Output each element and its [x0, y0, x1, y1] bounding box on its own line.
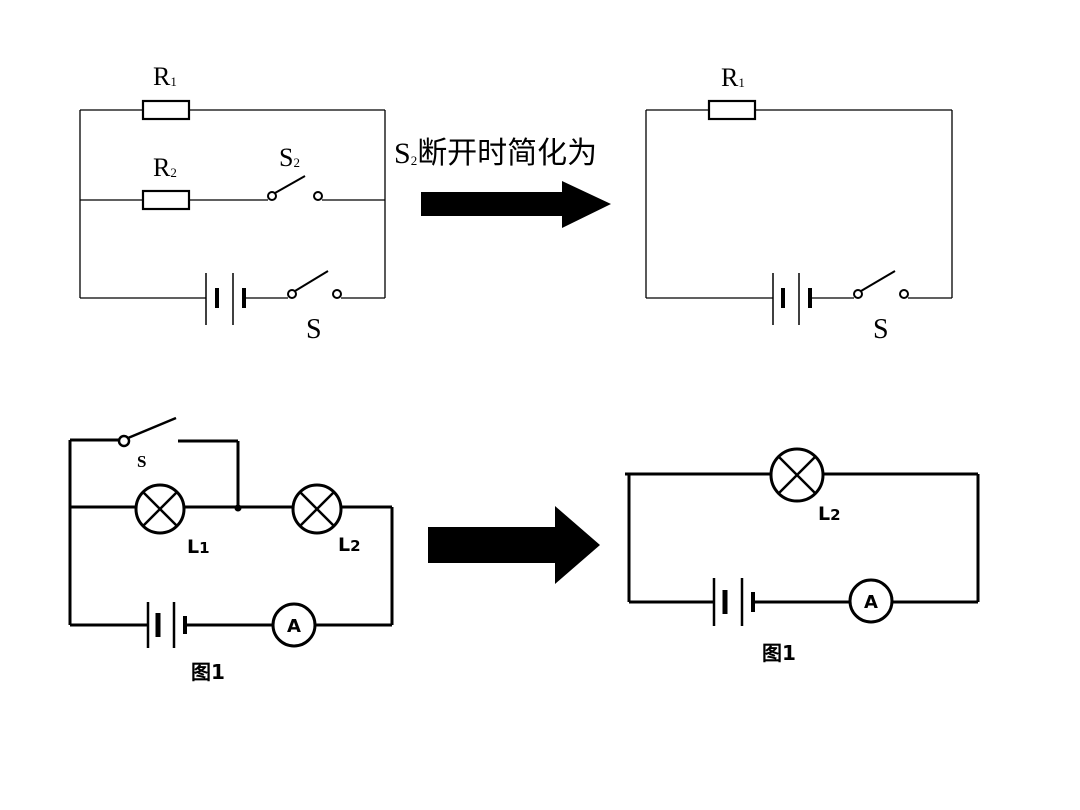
bottom-right-circuit [625, 447, 980, 626]
ammeter-label: A [287, 616, 301, 637]
r1-label-simplified-main: R [721, 63, 739, 92]
l1-label-main: L [187, 536, 199, 558]
battery-simplified [772, 273, 812, 325]
r2-label: R2 [153, 153, 177, 182]
ammeter [271, 602, 317, 648]
s2-label-main: S [279, 143, 293, 172]
battery-bottom-simplified [712, 578, 755, 626]
caption-s-main: S [394, 137, 411, 170]
top-arrow [421, 181, 611, 228]
r1-label-simplified: R1 [721, 63, 745, 92]
ammeter-simplified [848, 578, 894, 624]
figure-caption-right: 图1 [762, 641, 796, 665]
r1-label: R1 [153, 62, 177, 91]
top-left-circuit [79, 99, 386, 325]
switch-s-bottom [117, 416, 177, 448]
lamp-l2 [291, 483, 343, 535]
resistor-r1 [141, 99, 191, 121]
lamp-l1 [134, 483, 186, 535]
top-right-wires [645, 109, 953, 299]
s-label-simplified: S [873, 314, 889, 345]
battery [205, 273, 246, 325]
l1-label-sub: 1 [199, 539, 209, 557]
s2-label: S2 [279, 143, 300, 172]
top-arrow-caption: S2断开时简化为 [394, 137, 597, 170]
r2-label-main: R [153, 153, 171, 182]
l2-label-simplified-sub: 2 [830, 506, 840, 524]
battery-bottom [146, 602, 187, 648]
l2-label-simplified-main: L [818, 503, 830, 525]
l2-label-simplified: L2 [818, 503, 841, 525]
caption-s-sub: 2 [411, 153, 418, 168]
resistor-r1-simplified [707, 99, 757, 121]
caption-rest: 断开时简化为 [417, 137, 597, 170]
l2-label: L2 [338, 534, 361, 556]
switch-s [287, 270, 342, 299]
junction-dot [234, 504, 242, 512]
ammeter-label-simplified: A [864, 592, 878, 613]
switch-s2 [267, 175, 323, 201]
bottom-left-wires [68, 438, 394, 627]
lamp-l2-simplified [769, 447, 825, 503]
s2-label-sub: 2 [293, 155, 300, 170]
r1-label-main: R [153, 62, 171, 91]
l2-label-main: L [338, 534, 350, 556]
bottom-left-circuit [68, 416, 394, 648]
bottom-right-wires [625, 472, 980, 604]
top-right-circuit [645, 99, 953, 325]
s-label: S [306, 314, 322, 345]
r1-label-simplified-sub: 1 [738, 75, 745, 90]
l2-label-sub: 2 [350, 537, 360, 555]
bottom-arrow [428, 506, 600, 584]
resistor-r2 [141, 189, 191, 211]
figure-caption-left: 图1 [191, 660, 225, 684]
s-label-bottom: S [137, 452, 146, 471]
r2-label-sub: 2 [170, 165, 177, 180]
top-left-wires [79, 109, 386, 299]
switch-s-simplified [853, 270, 909, 299]
r1-label-sub: 1 [170, 74, 177, 89]
l1-label: L1 [187, 536, 210, 558]
